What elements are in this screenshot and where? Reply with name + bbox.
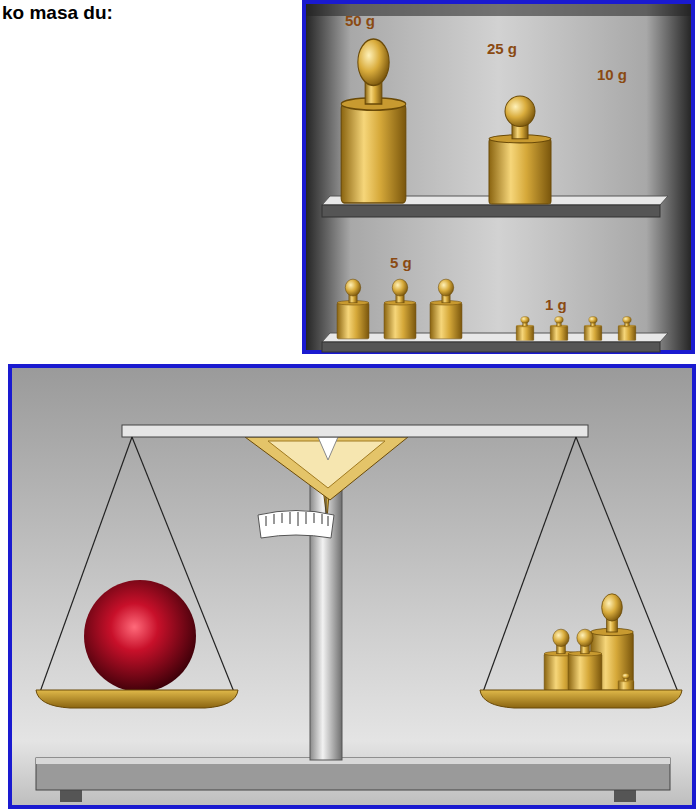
weight-label: 25 g: [487, 40, 517, 57]
weight-label: 50 g: [345, 12, 375, 29]
weight-label: 5 g: [390, 254, 412, 271]
weight-label: 1 g: [545, 296, 567, 313]
title: ko masa du:: [2, 2, 113, 24]
weight-label: 10 g: [597, 66, 627, 83]
